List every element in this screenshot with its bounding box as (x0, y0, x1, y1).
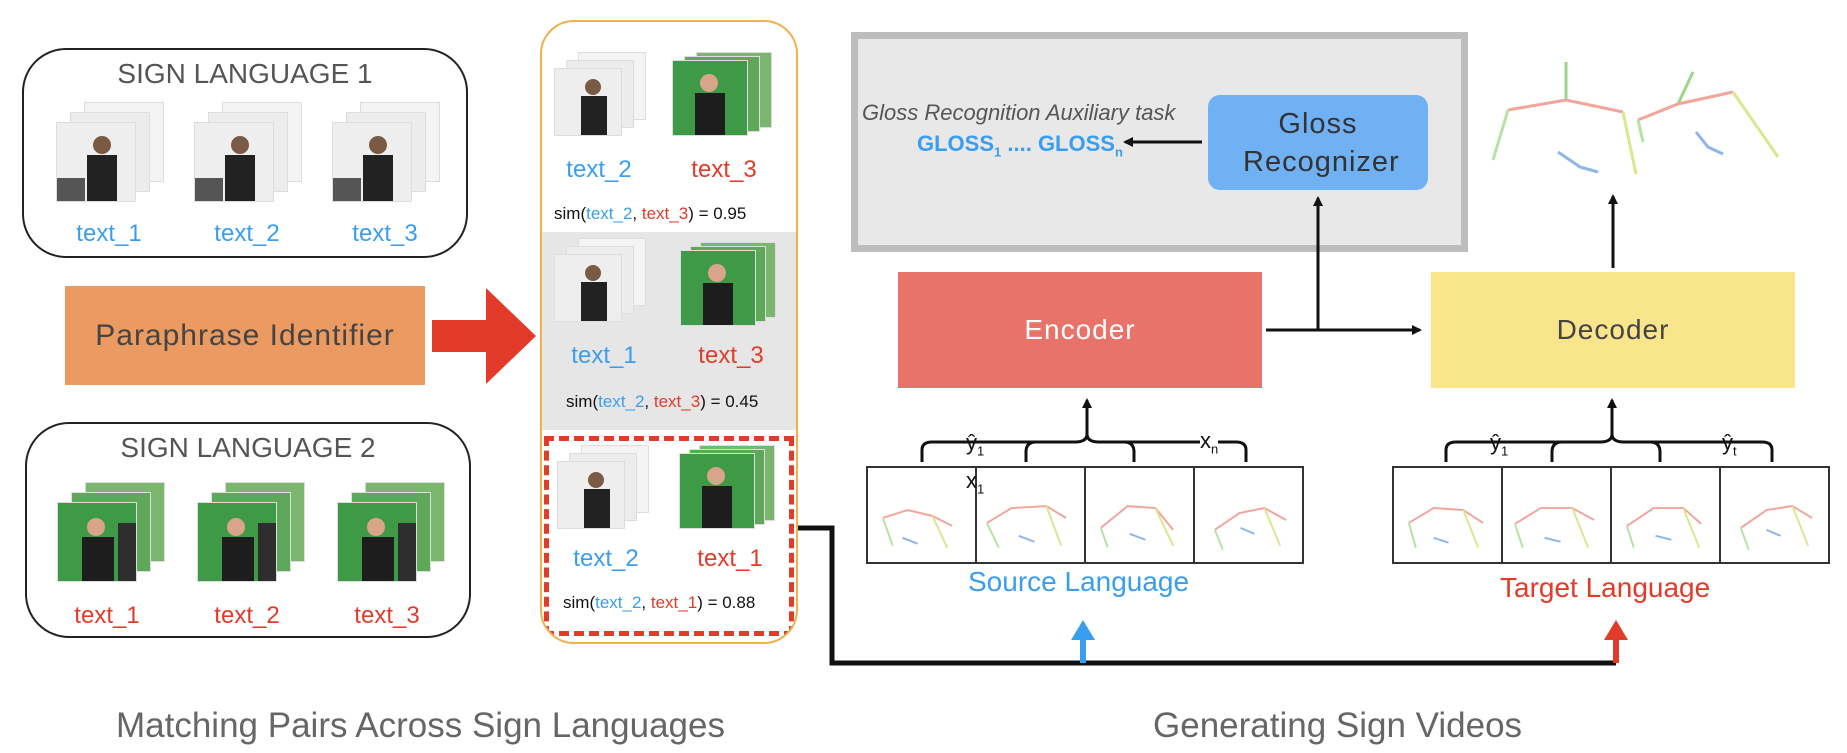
pair-2: text_1 text_3 sim(text_2, text_3) = 0.45 (542, 232, 796, 430)
signer-frame (194, 122, 274, 202)
sign-language-2-box: SIGN LANGUAGE 2 text_1 text_2 text_3 (25, 422, 471, 638)
decoder-label: Decoder (1556, 314, 1670, 345)
sign-language-2-title: SIGN LANGUAGE 2 (120, 432, 376, 463)
pair-2-label-a: text_1 (571, 342, 637, 369)
pair-3-label-b: text_1 (697, 545, 763, 572)
signer-frame (679, 453, 755, 529)
sl2-label-2: text_2 (214, 602, 280, 629)
caption-right: Generating Sign Videos (1153, 706, 1523, 745)
encoder-brace-label-x1: x1 (966, 468, 985, 497)
sign-language-1-box: SIGN LANGUAGE 1 text_1 text_2 text_3 (22, 48, 468, 258)
gloss-task-label: Gloss Recognition Auxiliary task (862, 100, 1176, 125)
pair-1-similarity: sim(text_2, text_3) = 0.95 (554, 204, 747, 223)
signer-frame (197, 502, 277, 582)
pair-3-similarity: sim(text_2, text_1) = 0.88 (563, 593, 756, 612)
pose-frame (1612, 468, 1721, 562)
output-pose-skeletons (1491, 62, 1780, 175)
sl1-label-2: text_2 (214, 220, 280, 247)
sl2-label-3: text_3 (354, 602, 420, 629)
pose-frame (1086, 468, 1195, 562)
paraphrase-identifier-box: Paraphrase Identifier (65, 286, 425, 385)
pair-3: text_2 text_1 sim(text_2, text_1) = 0.88 (544, 436, 794, 636)
gloss-recognizer-label: Gloss Recognizer (1243, 107, 1400, 178)
pose-frame (977, 468, 1086, 562)
pose-frame (1721, 468, 1828, 562)
pair-3-label-a: text_2 (573, 545, 639, 572)
target-pose-sequence (1392, 466, 1830, 564)
pose-frame (1394, 468, 1503, 562)
sl1-label-1: text_1 (76, 220, 142, 247)
signer-frame (337, 502, 417, 582)
signer-frame (56, 122, 136, 202)
pair-2-similarity: sim(text_2, text_3) = 0.45 (566, 392, 759, 411)
gloss-recognizer-box: Gloss Recognizer (1208, 95, 1428, 190)
paraphrase-identifier-label: Paraphrase Identifier (95, 318, 395, 352)
signer-frame (554, 254, 622, 322)
sl1-label-3: text_3 (352, 220, 418, 247)
source-language-label: Source Language (968, 566, 1190, 597)
red-arrow-icon (432, 288, 536, 384)
gloss-sequence: GLOSS1 .... GLOSSn (917, 131, 1123, 160)
decoder-box: Decoder (1431, 272, 1795, 388)
encoder-box: Encoder (898, 272, 1262, 388)
encoder-brace-label-xn: xn (1200, 428, 1219, 457)
pair-1-label-b: text_3 (691, 156, 757, 183)
sl2-label-1: text_1 (74, 602, 140, 629)
pair-2-label-b: text_3 (698, 342, 764, 369)
signer-frame (680, 250, 756, 326)
pair-1: text_2 text_3 sim(text_2, text_3) = 0.95 (542, 22, 796, 232)
pose-frame (1195, 468, 1302, 562)
signer-frame (557, 461, 625, 529)
caption-left: Matching Pairs Across Sign Languages (116, 706, 725, 745)
signer-frame (672, 60, 748, 136)
pose-frame (1503, 468, 1612, 562)
pose-frame (868, 468, 977, 562)
source-pose-sequence (866, 466, 1304, 564)
signer-frame (57, 502, 137, 582)
target-language-label: Target Language (1500, 572, 1711, 603)
decoder-brace-label-y1: ŷ1 (1490, 430, 1509, 459)
sign-language-1-title: SIGN LANGUAGE 1 (117, 58, 373, 89)
encoder-brace-label-y1: ŷ1 (966, 430, 985, 459)
pair-1-label-a: text_2 (566, 156, 632, 183)
encoder-label: Encoder (1024, 314, 1136, 345)
signer-frame (332, 122, 412, 202)
matched-pairs-panel: text_2 text_3 sim(text_2, text_3) = 0.95… (540, 20, 798, 644)
decoder-brace-label-yt: ŷt (1722, 430, 1737, 459)
signer-frame (554, 68, 622, 136)
